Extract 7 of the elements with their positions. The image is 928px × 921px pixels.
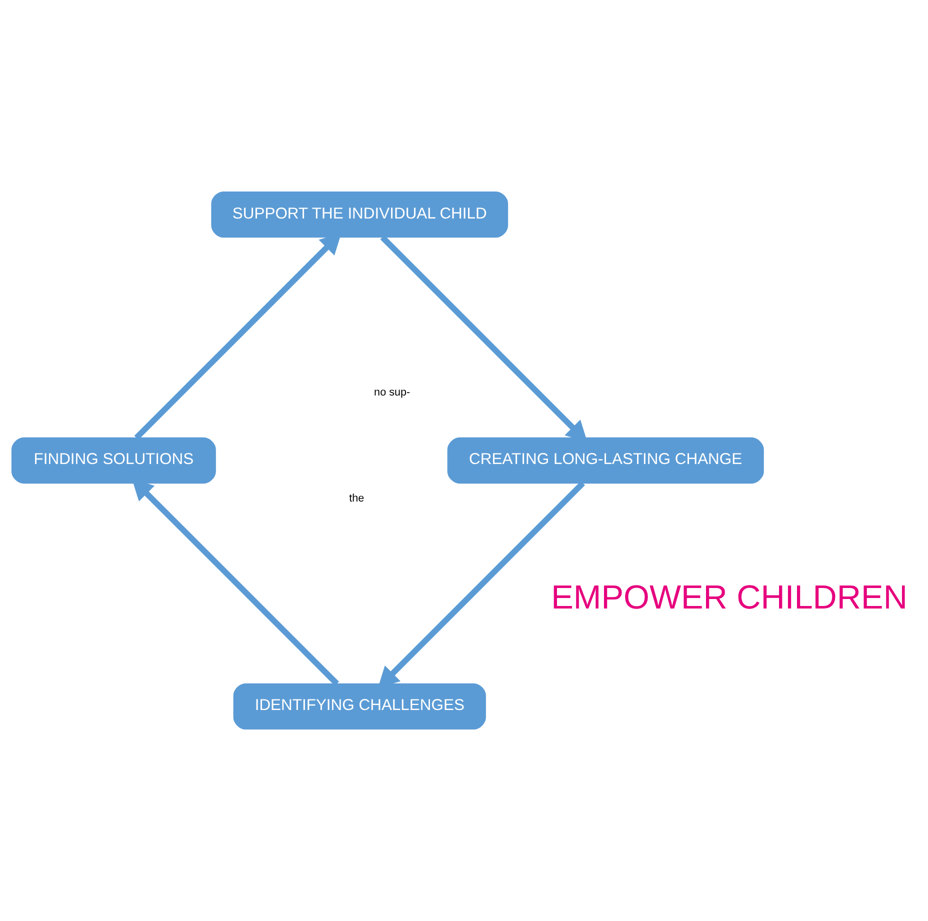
node-box: FINDING SOLUTIONS [11,437,216,484]
node-text: EMPOWER CHILDREN [551,580,908,617]
node-box: IDENTIFYING CHALLENGES [233,683,486,730]
label: the [349,492,364,505]
node-box: SUPPORT THE INDIVIDUAL CHILD [211,191,508,238]
node-box: CREATING LONG-LASTING CHANGE [447,437,764,484]
label: no sup- [374,386,410,398]
